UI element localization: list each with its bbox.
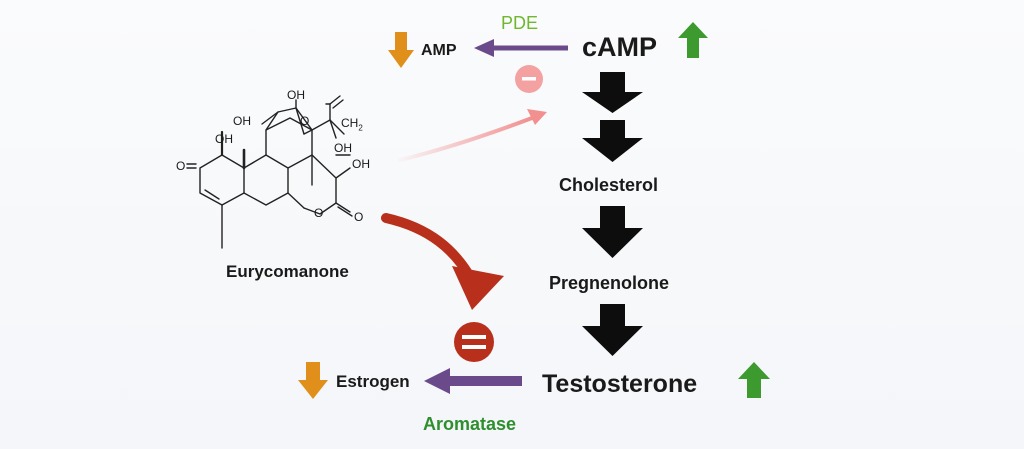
- atom-label-oh: OH: [334, 141, 352, 155]
- pde-label: PDE: [501, 13, 539, 33]
- aromatase-inhibition-arrowhead: [452, 266, 504, 310]
- up-arrow-icon: [678, 22, 708, 58]
- atom-label-o: O: [176, 159, 186, 173]
- pathway-arrow-3: [582, 206, 643, 258]
- down-arrow-icon: [298, 362, 328, 399]
- atom-label-oh: OH: [287, 88, 305, 102]
- atom-label-oh: OH: [233, 114, 251, 128]
- pde-inhibition-arrow: [398, 116, 534, 162]
- atom-label-o: O: [314, 206, 324, 220]
- cholesterol-label: Cholesterol: [559, 175, 659, 195]
- estrogen-label: Estrogen: [336, 372, 410, 391]
- pathway-arrow-4: [582, 304, 643, 356]
- pathway-arrows: [582, 72, 643, 356]
- atom-label-oh: OH: [215, 132, 233, 146]
- pde-arrow-head: [474, 39, 494, 57]
- amp-label: AMP: [421, 42, 457, 59]
- pathway-arrow-1: [582, 72, 643, 113]
- compound-name: Eurycomanone: [226, 262, 349, 281]
- down-arrow-icon: [388, 32, 414, 68]
- pathway-arrow-2: [582, 120, 643, 162]
- atom-label-oh: OH: [352, 157, 370, 171]
- atom-label-o: O: [300, 114, 310, 128]
- pregnenolone-label: Pregnenolone: [549, 273, 670, 293]
- minus-circle-icon: [515, 65, 543, 93]
- eurycomanone-structure: [186, 95, 353, 249]
- up-arrow-icon: [738, 362, 770, 398]
- atom-label-o: O: [354, 210, 364, 224]
- pde-inhibition-arrowhead: [527, 109, 547, 125]
- camp-label: cAMP: [582, 32, 658, 62]
- minus-circle-icon: [454, 322, 494, 362]
- atom-label-ch2: CH2: [341, 116, 363, 133]
- aromatase-arrow-head: [424, 368, 450, 394]
- aromatase-label: Aromatase: [423, 414, 517, 434]
- testosterone-label: Testosterone: [542, 370, 698, 398]
